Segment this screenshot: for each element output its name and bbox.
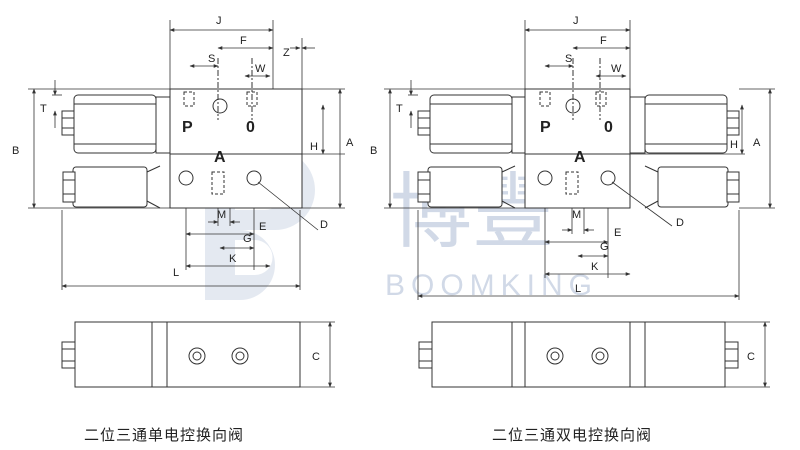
- label-t: T: [40, 103, 47, 115]
- label-m-r: M: [572, 209, 581, 221]
- port-a: A: [214, 149, 226, 166]
- label-b: B: [12, 145, 19, 157]
- label-h-r: H: [730, 139, 738, 151]
- label-m: M: [217, 209, 226, 221]
- label-w: W: [255, 63, 266, 75]
- label-f: F: [240, 35, 247, 47]
- label-a-dim-r: A: [753, 137, 761, 149]
- right-valve-top-view: [418, 321, 739, 388]
- label-j-r: J: [573, 15, 579, 27]
- port-p: P: [182, 119, 193, 136]
- port-p-r: P: [540, 119, 551, 136]
- label-g-r: G: [600, 241, 609, 253]
- label-b-r: B: [370, 145, 377, 157]
- label-l: L: [173, 267, 179, 279]
- label-z: Z: [283, 47, 290, 59]
- label-s: S: [208, 53, 215, 65]
- label-j: J: [216, 15, 222, 27]
- label-t-r: T: [396, 103, 403, 115]
- caption-double-solenoid: 二位三通双电控换向阀: [492, 426, 653, 444]
- label-e: E: [259, 221, 266, 233]
- left-dimensions: [28, 20, 345, 388]
- label-w-r: W: [611, 63, 622, 75]
- label-k-r: K: [591, 261, 599, 273]
- left-valve-front-view: [61, 58, 303, 209]
- right-valve-front-view: [417, 58, 740, 209]
- caption-single-solenoid: 二位三通单电控换向阀: [84, 426, 245, 444]
- label-k: K: [229, 253, 237, 265]
- label-d: D: [320, 219, 328, 231]
- label-h: H: [310, 141, 318, 153]
- port-o: 0: [246, 119, 255, 136]
- label-e-r: E: [614, 227, 621, 239]
- port-a-r: A: [574, 149, 586, 166]
- port-o-r: 0: [604, 119, 613, 136]
- label-c: C: [312, 351, 320, 363]
- left-valve-top-view: [61, 321, 301, 388]
- label-c-r: C: [747, 351, 755, 363]
- label-f-r: F: [600, 35, 607, 47]
- right-dimensions: [384, 20, 775, 388]
- label-l-r: L: [575, 283, 581, 295]
- label-s-r: S: [565, 53, 572, 65]
- label-a-dim: A: [346, 137, 354, 149]
- label-d-r: D: [676, 217, 684, 229]
- label-g: G: [243, 233, 252, 245]
